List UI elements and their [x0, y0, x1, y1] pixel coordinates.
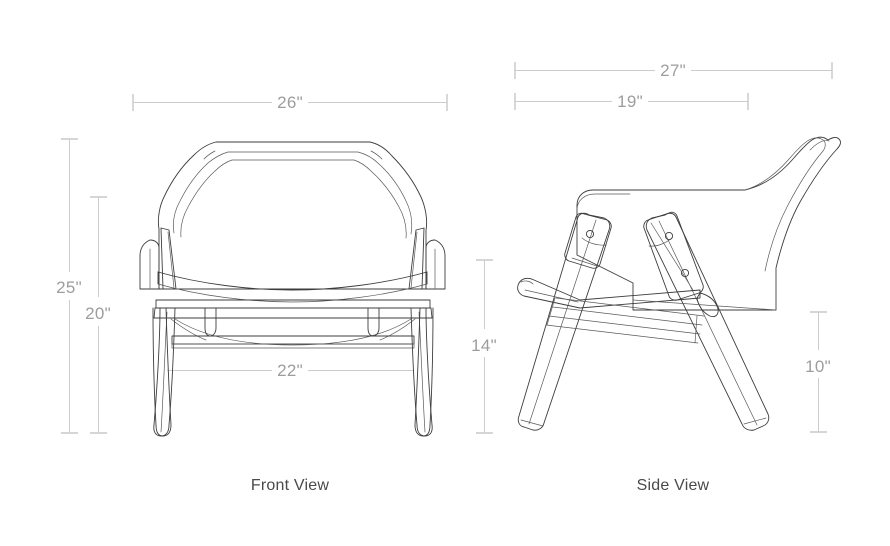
dimension-label-front-width: 26" [277, 93, 303, 112]
dimension-front-seat-height-14: 14" [471, 259, 497, 434]
dimension-side-depth-27: 27" [514, 61, 833, 80]
side-view-chair-illustration [517, 136, 841, 431]
dimension-label-side-seat-depth: 19" [617, 92, 643, 111]
front-view-chair-illustration [139, 141, 446, 437]
dimension-label-front-legspan: 22" [277, 361, 303, 380]
dimension-front-width-26: 26" [132, 93, 448, 112]
dimension-label-front-arm-height: 20" [85, 304, 111, 323]
dimension-label-side-depth: 27" [660, 61, 686, 80]
front-view-label: Front View [251, 477, 329, 494]
side-view-label: Side View [637, 477, 710, 494]
dimension-label-side-lower-height: 10" [805, 357, 831, 376]
dimension-front-legspan-22: 22" [167, 361, 414, 380]
dimension-label-front-seat-height: 14" [471, 336, 497, 355]
dimension-side-lower-height-10: 10" [805, 311, 831, 433]
dimension-label-front-height: 25" [56, 278, 82, 297]
dimension-side-seat-depth-19: 19" [514, 92, 749, 111]
dimension-front-height-25: 25" [56, 138, 82, 434]
dimension-front-arm-height-20: 20" [85, 196, 111, 434]
